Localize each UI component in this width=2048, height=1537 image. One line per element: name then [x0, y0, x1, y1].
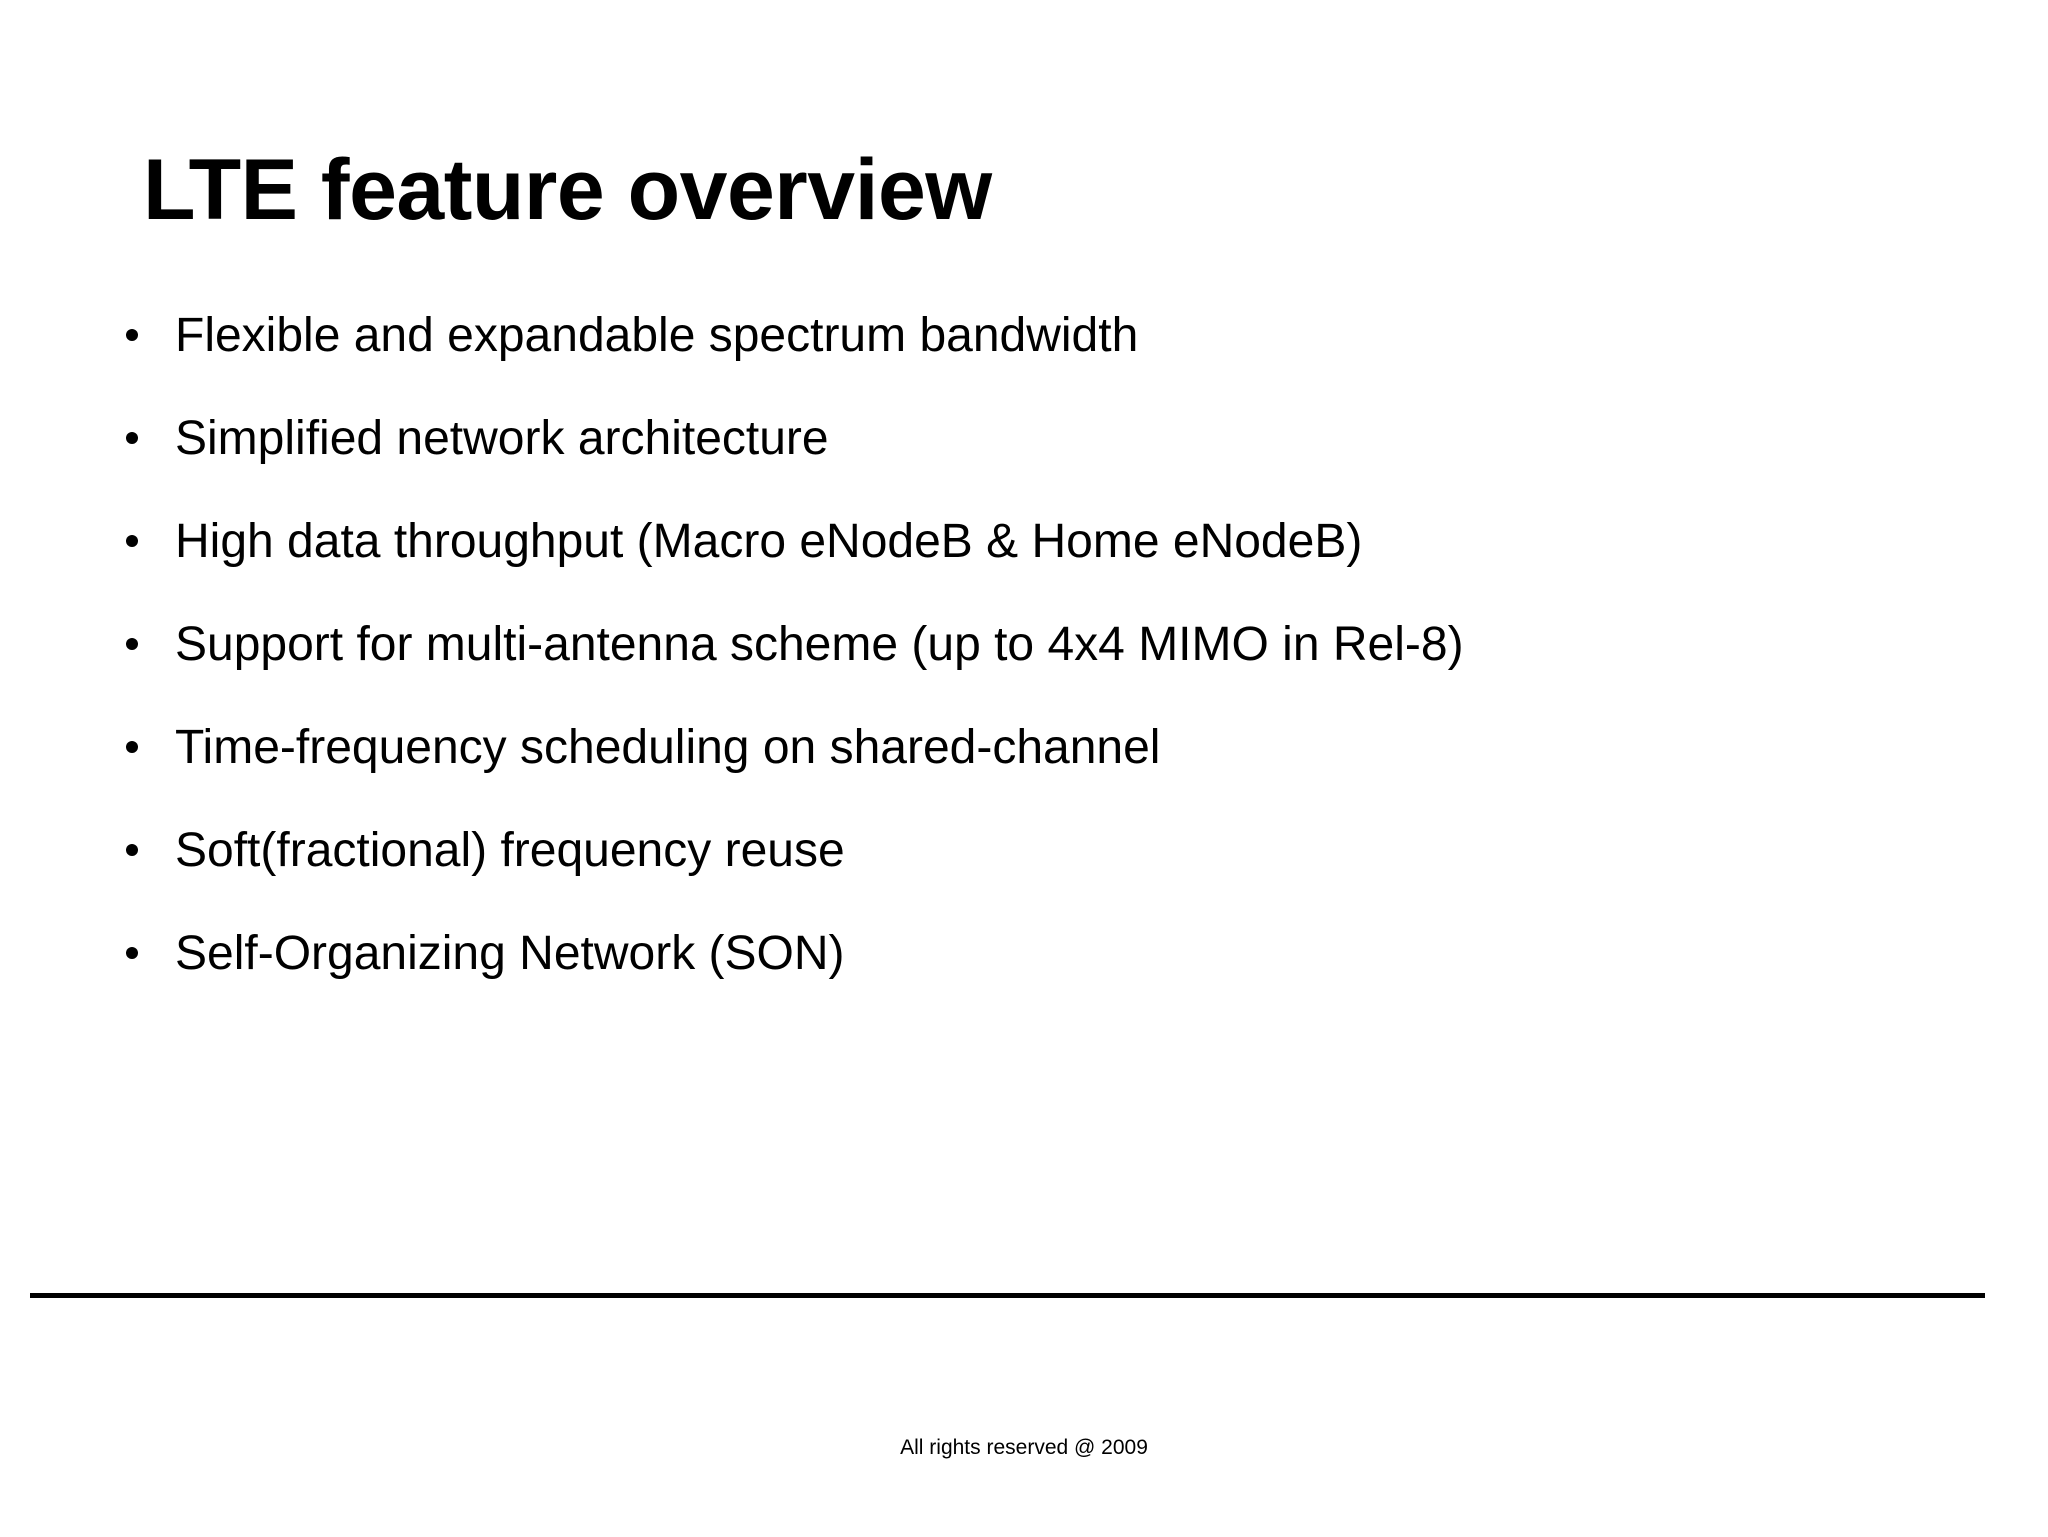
- list-item-label: Soft(fractional) frequency reuse: [175, 824, 845, 877]
- list-item-label: Time-frequency scheduling on shared-chan…: [175, 721, 1161, 774]
- list-item-label: Support for multi-antenna scheme (up to …: [175, 618, 1464, 671]
- footer-divider: [30, 1293, 1985, 1298]
- list-item: Self-Organizing Network (SON): [118, 930, 1998, 1033]
- list-item-label: Simplified network architecture: [175, 412, 829, 465]
- bullet-dot-icon: [126, 432, 138, 444]
- copyright-note: All rights reserved @ 2009: [900, 1436, 1148, 1459]
- bullet-dot-icon: [126, 741, 138, 753]
- list-item-label: High data throughput (Macro eNodeB & Hom…: [175, 515, 1363, 568]
- list-item: Flexible and expandable spectrum bandwid…: [118, 312, 1998, 415]
- list-item: Time-frequency scheduling on shared-chan…: [118, 724, 1998, 827]
- list-item: Soft(fractional) frequency reuse: [118, 827, 1998, 930]
- bullet-dot-icon: [126, 947, 138, 959]
- feature-bullet-list: Flexible and expandable spectrum bandwid…: [118, 312, 1998, 1033]
- list-item: High data throughput (Macro eNodeB & Hom…: [118, 518, 1998, 621]
- list-item: Support for multi-antenna scheme (up to …: [118, 621, 1998, 724]
- list-item-label: Self-Organizing Network (SON): [175, 927, 845, 980]
- page-title: LTE feature overview: [143, 141, 992, 238]
- list-item-label: Flexible and expandable spectrum bandwid…: [175, 309, 1139, 362]
- bullet-dot-icon: [126, 329, 138, 341]
- bullet-dot-icon: [126, 638, 138, 650]
- bullet-dot-icon: [126, 844, 138, 856]
- list-item: Simplified network architecture: [118, 415, 1998, 518]
- bullet-dot-icon: [126, 535, 138, 547]
